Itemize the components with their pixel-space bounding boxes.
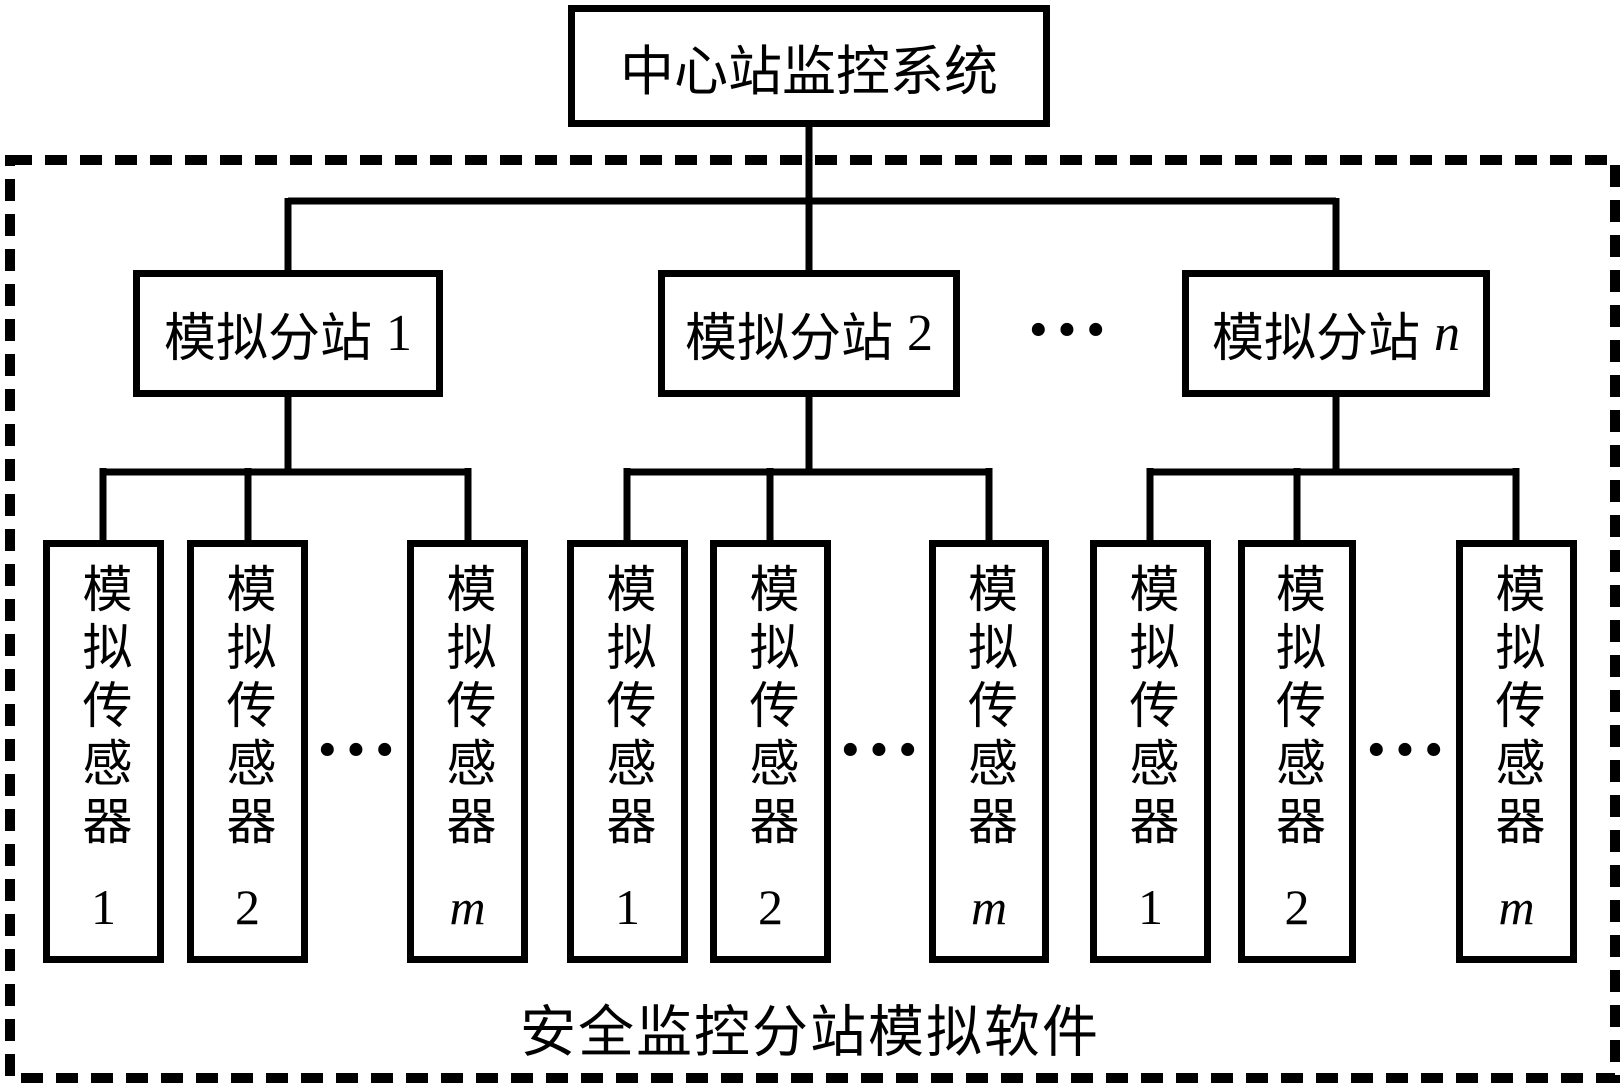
station-box-n: 模拟分站 n xyxy=(1182,270,1490,397)
sensor-g1-1-number: 1 xyxy=(91,879,116,935)
sensor-g2-1-number: 1 xyxy=(615,879,640,935)
group1-sensor-drops xyxy=(99,468,472,543)
sensor-box-g1-1: 模拟传感器 1 xyxy=(43,540,164,963)
software-boundary-label: 安全监控分站模拟软件 xyxy=(520,1002,1100,1065)
sensor-box-g3-1: 模拟传感器 1 xyxy=(1090,540,1211,963)
station-box-2: 模拟分站 2 xyxy=(658,270,960,397)
sensor-g3-1-label: 模拟传感器 xyxy=(1122,563,1179,853)
sensor-g1-2-number: 2 xyxy=(235,879,260,935)
station-box-1: 模拟分站 1 xyxy=(133,270,443,397)
sensor-g2-2-number: 2 xyxy=(758,879,783,935)
group2-sensor-drops xyxy=(623,468,993,543)
sensor-g3-2-label: 模拟传感器 xyxy=(1269,563,1325,853)
station-2-number: 2 xyxy=(907,305,933,362)
sensor-box-g1-m: 模拟传感器 m xyxy=(407,540,528,963)
station-drop-lines xyxy=(284,198,1340,273)
sensor-box-g3-m: 模拟传感器 m xyxy=(1456,540,1577,963)
central-station-box: 中心站监控系统 xyxy=(568,5,1050,127)
sensor-box-g3-2: 模拟传感器 2 xyxy=(1238,540,1356,963)
sensor-box-g2-m: 模拟传感器 m xyxy=(929,540,1049,963)
sensor-g2-m-label: 模拟传感器 xyxy=(961,563,1017,853)
sensor-g2-1-label: 模拟传感器 xyxy=(599,563,656,853)
stations-ellipsis: ··· xyxy=(1024,286,1112,374)
sensor-g2-m-number: m xyxy=(970,879,1008,935)
group3-sensor-drops xyxy=(1146,468,1520,543)
station-2-label: 模拟分站 xyxy=(684,311,893,368)
station-1-label: 模拟分站 xyxy=(163,311,372,368)
sensor-g3-m-number: m xyxy=(1498,879,1535,935)
station-1-number: 1 xyxy=(386,305,412,362)
sensor-box-g2-2: 模拟传感器 2 xyxy=(710,540,831,963)
sensor-g3-1-number: 1 xyxy=(1138,879,1163,935)
sensor-g3-m-label: 模拟传感器 xyxy=(1488,563,1545,853)
group1-ellipsis: ··· xyxy=(313,706,401,794)
sensor-g1-1-label: 模拟传感器 xyxy=(75,563,132,853)
sensor-g2-2-label: 模拟传感器 xyxy=(742,563,799,853)
software-boundary-dashed-border xyxy=(5,155,1620,1083)
central-station-label: 中心站监控系统 xyxy=(620,41,998,102)
station-n-label: 模拟分站 xyxy=(1211,311,1420,368)
sensor-box-g1-2: 模拟传感器 2 xyxy=(187,540,308,963)
sensor-g3-2-number: 2 xyxy=(1284,879,1310,935)
group3-ellipsis: ··· xyxy=(1362,706,1450,794)
sensor-g1-2-label: 模拟传感器 xyxy=(219,563,276,853)
sensor-g1-m-label: 模拟传感器 xyxy=(439,563,496,853)
sensor-box-g2-1: 模拟传感器 1 xyxy=(567,540,688,963)
station-n-number: n xyxy=(1434,305,1460,362)
sensor-g1-m-number: m xyxy=(449,879,486,935)
group2-ellipsis: ··· xyxy=(836,706,924,794)
